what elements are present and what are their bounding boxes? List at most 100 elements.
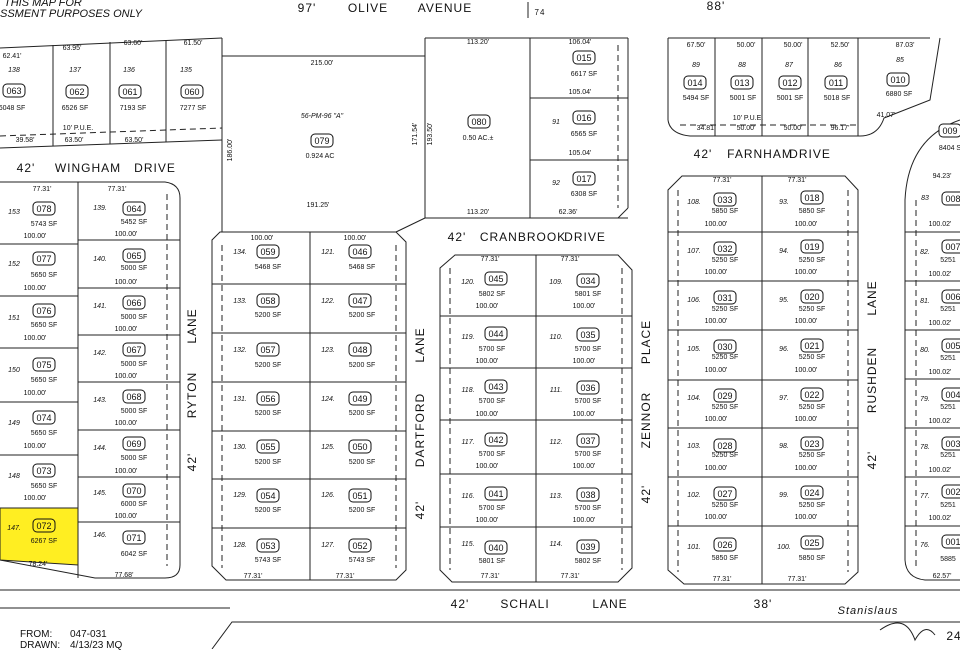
parcel-badge-frame — [32, 410, 56, 425]
parcel-badge-frame — [348, 342, 372, 357]
parcel-070-badge[interactable]: 070 — [122, 483, 146, 498]
parcel-004-badge[interactable]: 004 — [941, 387, 960, 402]
parcel-042-badge[interactable]: 042 — [484, 432, 508, 447]
parcel-051-badge[interactable]: 051 — [348, 488, 372, 503]
parcel-011-badge[interactable]: 011 — [824, 75, 848, 90]
parcel-071-badge[interactable]: 071 — [122, 530, 146, 545]
parcel-number: 077 — [36, 254, 51, 264]
parcel-047-badge[interactable]: 047 — [348, 293, 372, 308]
parcel-057-badge[interactable]: 057 — [256, 342, 280, 357]
parcel-064-badge[interactable]: 064 — [122, 201, 146, 216]
parcel-079-badge[interactable]: 079 — [310, 133, 334, 148]
parcel-016-badge[interactable]: 016 — [572, 110, 596, 125]
parcel-012-badge[interactable]: 012 — [778, 75, 802, 90]
dimension-label: 62.41' — [3, 53, 22, 60]
dimension-label: 100.00' — [705, 269, 728, 276]
parcel-number: 038 — [580, 490, 595, 500]
parcel-badge-frame — [941, 191, 960, 206]
parcel-002-badge[interactable]: 002 — [941, 484, 960, 499]
parcel-076-badge[interactable]: 076 — [32, 303, 56, 318]
parcel-056-badge[interactable]: 056 — [256, 391, 280, 406]
parcel-049-badge[interactable]: 049 — [348, 391, 372, 406]
parcel-006-badge[interactable]: 006 — [941, 289, 960, 304]
parcel-052-badge[interactable]: 052 — [348, 538, 372, 553]
parcel-039-badge[interactable]: 039 — [576, 539, 600, 554]
parcel-036-badge[interactable]: 036 — [576, 380, 600, 395]
parcel-053-badge[interactable]: 053 — [256, 538, 280, 553]
parcel-080-badge[interactable]: 080 — [467, 114, 491, 129]
parcel-026-badge[interactable]: 026 — [713, 537, 737, 552]
parcel-013-badge[interactable]: 013 — [730, 75, 754, 90]
parcel-017-badge[interactable]: 017 — [572, 171, 596, 186]
parcel-badge-frame — [484, 540, 508, 555]
parcel-019-badge[interactable]: 019 — [800, 239, 824, 254]
parcel-021-badge[interactable]: 021 — [800, 338, 824, 353]
parcel-038-badge[interactable]: 038 — [576, 487, 600, 502]
parcel-068-badge[interactable]: 068 — [122, 389, 146, 404]
parcel-022-badge[interactable]: 022 — [800, 387, 824, 402]
parcel-001-badge[interactable]: 001 — [941, 534, 960, 549]
parcel-029-badge[interactable]: 029 — [713, 388, 737, 403]
parcel-073-badge[interactable]: 073 — [32, 463, 56, 478]
parcel-077-badge[interactable]: 077 — [32, 251, 56, 266]
parcel-075-badge[interactable]: 075 — [32, 357, 56, 372]
parcel-number: 065 — [126, 251, 141, 261]
parcel-010-badge[interactable]: 010 — [886, 72, 910, 87]
parcel-072-highlight[interactable] — [0, 507, 79, 566]
parcel-027-badge[interactable]: 027 — [713, 486, 737, 501]
parcel-063-badge[interactable]: 063 — [2, 83, 26, 98]
parcel-040-badge[interactable]: 040 — [484, 540, 508, 555]
parcel-050-badge[interactable]: 050 — [348, 439, 372, 454]
parcel-058-badge[interactable]: 058 — [256, 293, 280, 308]
parcel-043-badge[interactable]: 043 — [484, 379, 508, 394]
dimension-label: 5250 SF — [799, 502, 825, 509]
parcel-065-badge[interactable]: 065 — [122, 248, 146, 263]
parcel-032-badge[interactable]: 032 — [713, 241, 737, 256]
parcel-061-badge[interactable]: 061 — [118, 84, 142, 99]
parcel-number: 052 — [352, 541, 367, 551]
parcel-030-badge[interactable]: 030 — [713, 339, 737, 354]
parcel-062-badge[interactable]: 062 — [65, 84, 89, 99]
lot-number-label: 140. — [93, 256, 107, 263]
parcel-078-badge[interactable]: 078 — [32, 201, 56, 216]
parcel-069-badge[interactable]: 069 — [122, 436, 146, 451]
street-label-vertical: ZENNOR — [639, 392, 653, 449]
parcel-020-badge[interactable]: 020 — [800, 289, 824, 304]
parcel-059-badge[interactable]: 059 — [256, 244, 280, 259]
parcel-045-badge[interactable]: 045 — [484, 271, 508, 286]
parcel-072-badge[interactable]: 072 — [32, 518, 56, 533]
parcel-018-badge[interactable]: 018 — [800, 190, 824, 205]
parcel-025-badge[interactable]: 025 — [800, 535, 824, 550]
parcel-024-badge[interactable]: 024 — [800, 485, 824, 500]
parcel-041-badge[interactable]: 041 — [484, 486, 508, 501]
parcel-008-badge[interactable]: 008 — [941, 191, 960, 206]
parcel-074-badge[interactable]: 074 — [32, 410, 56, 425]
parcel-035-badge[interactable]: 035 — [576, 327, 600, 342]
street-label-vertical: 42' — [865, 451, 879, 470]
parcel-033-badge[interactable]: 033 — [713, 192, 737, 207]
dimension-label: 5200 SF — [255, 507, 281, 514]
parcel-060-badge[interactable]: 060 — [180, 84, 204, 99]
parcel-031-badge[interactable]: 031 — [713, 290, 737, 305]
parcel-067-badge[interactable]: 067 — [122, 342, 146, 357]
dimension-label: 100.02' — [929, 369, 952, 376]
parcel-005-badge[interactable]: 005 — [941, 338, 960, 353]
parcel-054-badge[interactable]: 054 — [256, 488, 280, 503]
parcel-015-badge[interactable]: 015 — [572, 50, 596, 65]
parcel-007-badge[interactable]: 007 — [941, 239, 960, 254]
parcel-037-badge[interactable]: 037 — [576, 433, 600, 448]
parcel-014-badge[interactable]: 014 — [683, 75, 707, 90]
parcel-034-badge[interactable]: 034 — [576, 273, 600, 288]
parcel-066-badge[interactable]: 066 — [122, 295, 146, 310]
parcel-055-badge[interactable]: 055 — [256, 439, 280, 454]
parcel-badge-frame — [2, 83, 26, 98]
dimension-label: 34.81' — [697, 125, 716, 132]
parcel-003-badge[interactable]: 003 — [941, 436, 960, 451]
parcel-044-badge[interactable]: 044 — [484, 326, 508, 341]
parcel-023-badge[interactable]: 023 — [800, 436, 824, 451]
parcel-048-badge[interactable]: 048 — [348, 342, 372, 357]
parcel-028-badge[interactable]: 028 — [713, 438, 737, 453]
parcel-046-badge[interactable]: 046 — [348, 244, 372, 259]
parcel-009-badge[interactable]: 009 — [938, 123, 960, 138]
parcel-badge-frame — [576, 327, 600, 342]
